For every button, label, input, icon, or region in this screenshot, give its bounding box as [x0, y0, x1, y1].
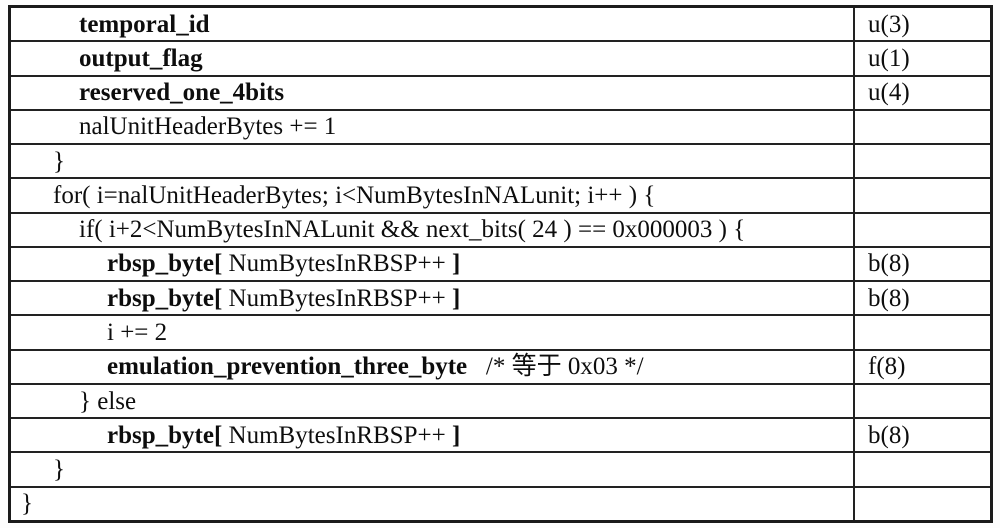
syntax-element-text: emulation_prevention_three_byte — [107, 353, 468, 381]
syntax-row: } else — [11, 384, 990, 420]
descriptor-cell: f(8) — [853, 350, 990, 383]
syntax-cell: nalUnitHeaderBytes += 1 — [11, 111, 853, 143]
syntax-row: for( i=nalUnitHeaderBytes; i<NumBytesInN… — [11, 179, 990, 214]
syntax-cell: } — [11, 453, 853, 485]
descriptor-cell — [853, 453, 990, 486]
code-text: i += 2 — [107, 319, 168, 347]
syntax-row: } — [11, 145, 990, 180]
syntax-cell: if( i+2<NumBytesInNALunit && next_bits( … — [11, 214, 853, 246]
syntax-row: rbsp_byte[ NumBytesInRBSP++ ] b(8) — [11, 419, 990, 454]
syntax-cell: rbsp_byte[ NumBytesInRBSP++ ] — [11, 282, 853, 314]
syntax-cell: } — [11, 488, 853, 520]
syntax-row: nalUnitHeaderBytes += 1 — [11, 110, 990, 146]
descriptor-cell: u(3) — [853, 8, 990, 41]
syntax-row: } — [11, 487, 990, 520]
code-text: if( i+2<NumBytesInNALunit && next_bits( … — [79, 216, 746, 244]
syntax-element-text: ] — [451, 284, 461, 312]
syntax-cell: reserved_one_4bits — [11, 77, 853, 109]
descriptor-cell: b(8) — [853, 419, 990, 452]
syntax-element-text: rbsp_byte[ — [107, 284, 223, 312]
syntax-element-text: ] — [451, 421, 461, 449]
code-text: } — [21, 490, 33, 518]
code-text: /* 等于 0x03 */ — [467, 353, 644, 381]
syntax-element-text: rbsp_byte[ — [107, 250, 223, 278]
syntax-cell: output_flag — [11, 42, 853, 74]
descriptor-cell — [853, 384, 990, 418]
descriptor-cell — [853, 179, 990, 212]
descriptor-cell: b(8) — [853, 247, 990, 281]
syntax-row: rbsp_byte[ NumBytesInRBSP++ ] b(8) — [11, 247, 990, 283]
syntax-cell: rbsp_byte[ NumBytesInRBSP++ ] — [11, 419, 853, 451]
syntax-cell: emulation_prevention_three_byte /* 等于 0x… — [11, 351, 853, 383]
syntax-cell: } — [11, 145, 853, 177]
descriptor-cell: u(1) — [853, 42, 990, 75]
code-text: nalUnitHeaderBytes += 1 — [79, 113, 337, 141]
code-text: NumBytesInRBSP++ — [222, 250, 452, 278]
nal-unit-syntax-table: temporal_id u(3) output_flag u(1) reserv… — [8, 5, 993, 523]
syntax-row: reserved_one_4bits u(4) — [11, 76, 990, 111]
descriptor-cell — [853, 316, 990, 349]
syntax-element-text: rbsp_byte[ — [107, 421, 223, 449]
syntax-cell: } else — [11, 385, 853, 417]
syntax-row: output_flag u(1) — [11, 42, 990, 77]
syntax-row: temporal_id u(3) — [11, 8, 990, 43]
descriptor-cell — [853, 145, 990, 178]
syntax-element-text: reserved_one_4bits — [79, 79, 285, 107]
descriptor-cell — [853, 487, 990, 520]
syntax-row: i += 2 — [11, 316, 990, 351]
code-text: } else — [79, 387, 137, 415]
syntax-cell: rbsp_byte[ NumBytesInRBSP++ ] — [11, 248, 853, 280]
descriptor-cell — [853, 213, 990, 246]
code-text: } — [53, 147, 65, 175]
syntax-element-text: temporal_id — [79, 10, 210, 38]
syntax-row: } — [11, 453, 990, 488]
code-text: } — [53, 456, 65, 484]
code-text: NumBytesInRBSP++ — [222, 421, 452, 449]
code-text: NumBytesInRBSP++ — [222, 284, 452, 312]
syntax-cell: for( i=nalUnitHeaderBytes; i<NumBytesInN… — [11, 179, 853, 211]
descriptor-cell: b(8) — [853, 282, 990, 315]
descriptor-cell — [853, 110, 990, 144]
syntax-cell: i += 2 — [11, 316, 853, 348]
syntax-row: emulation_prevention_three_byte /* 等于 0x… — [11, 350, 990, 385]
syntax-element-text: ] — [451, 250, 461, 278]
code-text: for( i=nalUnitHeaderBytes; i<NumBytesInN… — [53, 181, 656, 209]
syntax-element-text: output_flag — [79, 44, 203, 72]
descriptor-cell: u(4) — [853, 76, 990, 109]
syntax-row: if( i+2<NumBytesInNALunit && next_bits( … — [11, 213, 990, 248]
syntax-cell: temporal_id — [11, 8, 853, 40]
syntax-row: rbsp_byte[ NumBytesInRBSP++ ] b(8) — [11, 282, 990, 317]
